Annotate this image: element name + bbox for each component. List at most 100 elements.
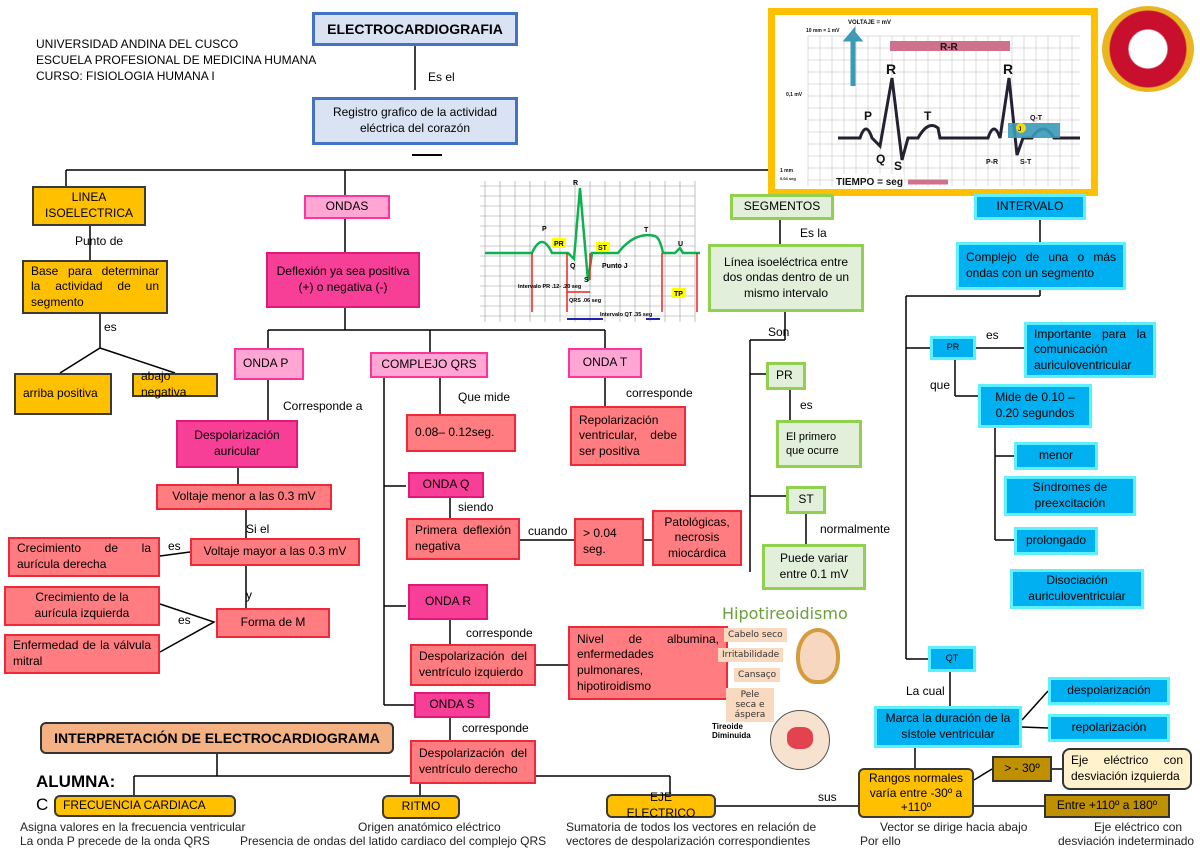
- ondas-box: ONDAS: [304, 195, 390, 219]
- p-label: P: [864, 109, 872, 123]
- voltaje-label: VOLTAJE = mV: [848, 20, 891, 26]
- intervalo-qt-box: QT: [928, 646, 976, 672]
- entre-110-box: Entre +110º a 180º: [1044, 794, 1170, 818]
- alumna-label: ALUMNA:: [36, 772, 116, 791]
- frecuencia-cardiaca-box: FRECUENCIA CARDIACA: [54, 795, 236, 817]
- eje-izquierda-box: Eje eléctrico con desviación izquierda: [1062, 748, 1192, 790]
- q-valor-box: > 0.04 seg.: [574, 518, 644, 566]
- valvula-mitral-box: Enfermedad de la válvula mitral: [4, 634, 160, 674]
- qt-label: Q-T: [1030, 115, 1043, 122]
- repolarizacion-box: Repolarización ventricular, debe ser pos…: [570, 406, 686, 466]
- segmento-pr-box: PR: [766, 362, 806, 390]
- deflexion-box: Deflexión ya sea positiva (+) o negativa…: [266, 252, 420, 308]
- symptom: Cansaço: [734, 668, 781, 682]
- st-label: S-T: [1020, 159, 1032, 166]
- vector-text: Vector se dirige hacia abajo: [880, 820, 1028, 834]
- university-logo: [1102, 6, 1194, 92]
- segmento-st-box: ST: [786, 486, 826, 514]
- connector-label: es: [986, 328, 999, 342]
- frecuencia-text: Asigna valores en la frecuencia ventricu…: [20, 820, 246, 834]
- connector-label: Es la: [800, 226, 827, 240]
- wave-label-r: R: [573, 180, 578, 187]
- institution-header: UNIVERSIDAD ANDINA DEL CUSCO ESCUELA PRO…: [36, 36, 316, 84]
- tp-label: TP: [674, 291, 683, 298]
- eje-indeterminado-text-2: desviación indeterminado: [1058, 834, 1195, 848]
- mm-label: 1 mm: [780, 168, 794, 174]
- mide-box: Mide de 0.10 – 0.20 segundos: [978, 384, 1092, 428]
- crecimiento-auricula-derecha-box: Crecimiento de la aurícula derecha: [8, 537, 160, 577]
- primero-box: El primero que ocurre: [776, 420, 862, 468]
- marca-duracion-box: Marca la duración de la sístole ventricu…: [874, 706, 1022, 748]
- despolarizacion-vi-box: Despolarización del ventrículo izquierdo: [410, 644, 536, 686]
- connector-label: normalmente: [820, 522, 891, 536]
- abajo-negativa-box: abajo negativa: [132, 369, 218, 399]
- symptom: Irritabilidade: [718, 648, 784, 662]
- thyroid-icon: [770, 710, 830, 770]
- seg-label: 0,04 seg: [780, 176, 796, 181]
- connector-label: es: [104, 320, 117, 334]
- mv-label: 0,1 mV: [786, 92, 803, 98]
- q-label: Q: [876, 152, 885, 166]
- ritmo-box: RITMO: [382, 795, 460, 819]
- main-title: ELECTROCARDIOGRAFIA: [312, 12, 518, 46]
- symptom: Cabelo seco: [724, 628, 787, 642]
- connector-label: sus: [818, 790, 837, 804]
- puede-variar-box: Puede variar entre 0.1 mV: [762, 544, 866, 590]
- j-label: J: [1018, 127, 1021, 133]
- segmento-definicion-box: Línea isoeléctrica entre dos ondas dentr…: [708, 244, 864, 312]
- despolarizacion-vd-box: Despolarización del ventrículo derecho: [410, 740, 536, 784]
- eje-text-2: vectores de despolarización correspondie…: [566, 834, 811, 848]
- onda-s-box: ONDA S: [414, 692, 490, 718]
- university-name: UNIVERSIDAD ANDINA DEL CUSCO: [36, 37, 239, 51]
- sindromes-box: Síndromes de preexcitación: [1004, 476, 1136, 516]
- school-name: ESCUELA PROFESIONAL DE MEDICINA HUMANA: [36, 53, 317, 67]
- intervalo-box: INTERVALO: [974, 194, 1086, 220]
- frecuencia-text-2: La onda P precede de la onda QRS: [20, 834, 210, 848]
- wave-label-s: S: [584, 277, 589, 284]
- qrs-label: QRS .06 seg: [569, 298, 601, 304]
- connector-label: Son: [768, 325, 790, 339]
- menor-box: menor: [1014, 442, 1098, 470]
- nivel-albumina-box: Nivel de albumina, enfermedades pulmonar…: [568, 626, 728, 700]
- wave-label-u: U: [678, 241, 683, 248]
- connector-label: Si el: [246, 522, 270, 536]
- escala-label: 10 mm = 1 mV: [806, 28, 840, 34]
- hipotiroidismo-illustration: Hipotireoidismo Cabelo seco Irritabilida…: [712, 600, 872, 772]
- connector-label: y: [246, 588, 252, 602]
- importante-box: Importante para la comunicación auriculo…: [1024, 322, 1156, 378]
- intervalo-pr-box: PR: [930, 336, 976, 360]
- connector-label: siendo: [458, 500, 494, 514]
- onda-p-box: ONDA P: [234, 348, 304, 380]
- st-label: ST: [598, 245, 608, 252]
- connector-label: La cual: [906, 684, 945, 698]
- despolarizacion-auricular-box: Despolarización auricular: [176, 420, 298, 468]
- wave-label-q: Q: [570, 263, 576, 270]
- connector-label: que: [930, 378, 951, 392]
- r-label-2: R: [1003, 61, 1013, 77]
- connector-label: Punto de: [75, 234, 124, 248]
- interpretacion-box: INTERPRETACIÓN DE ELECTROCARDIOGRAMA: [40, 722, 394, 754]
- intervalo-pr-label: Intervalo PR .12- .20 seg: [518, 284, 581, 290]
- complejo-qrs-box: COMPLEJO QRS: [370, 352, 488, 378]
- onda-q-box: ONDA Q: [408, 472, 484, 498]
- t-label: T: [924, 109, 932, 123]
- rangos-normales-box: Rangos normales varía entre -30º a +110º: [858, 768, 974, 818]
- intervalo-definicion-box: Complejo de una o más ondas con un segme…: [956, 242, 1126, 290]
- alumna-name: C: [36, 795, 49, 814]
- pr-label: P-R: [986, 159, 998, 166]
- connector-label: corresponde: [462, 721, 529, 735]
- intervalo-qt-label: Intervalo QT .35 seg: [600, 312, 652, 318]
- onda-t-box: ONDA T: [568, 348, 642, 378]
- eje-electrico-box: EJE ELECTRICO: [606, 790, 716, 820]
- ritmo-text-2: Presencia de ondas del latido cardiaco d…: [240, 834, 547, 848]
- eje-indeterminado-text: Eje eléctrico con: [1094, 820, 1183, 834]
- despolarizacion-box: despolarización: [1048, 677, 1170, 705]
- prolongado-box: prolongado: [1014, 527, 1098, 555]
- base-box: Base para determinar la actividad de un …: [22, 260, 168, 314]
- symptom: Pele seca e áspera: [726, 688, 774, 722]
- ritmo-text: Origen anatómico eléctrico: [358, 820, 501, 834]
- disociacion-box: Disociación auriculoventricular: [1010, 569, 1144, 609]
- eje-text: Sumatoria de todos los vectores en relac…: [566, 820, 817, 834]
- s-label: S: [894, 159, 902, 173]
- definition-box: Registro grafico de la actividad eléctri…: [312, 97, 518, 145]
